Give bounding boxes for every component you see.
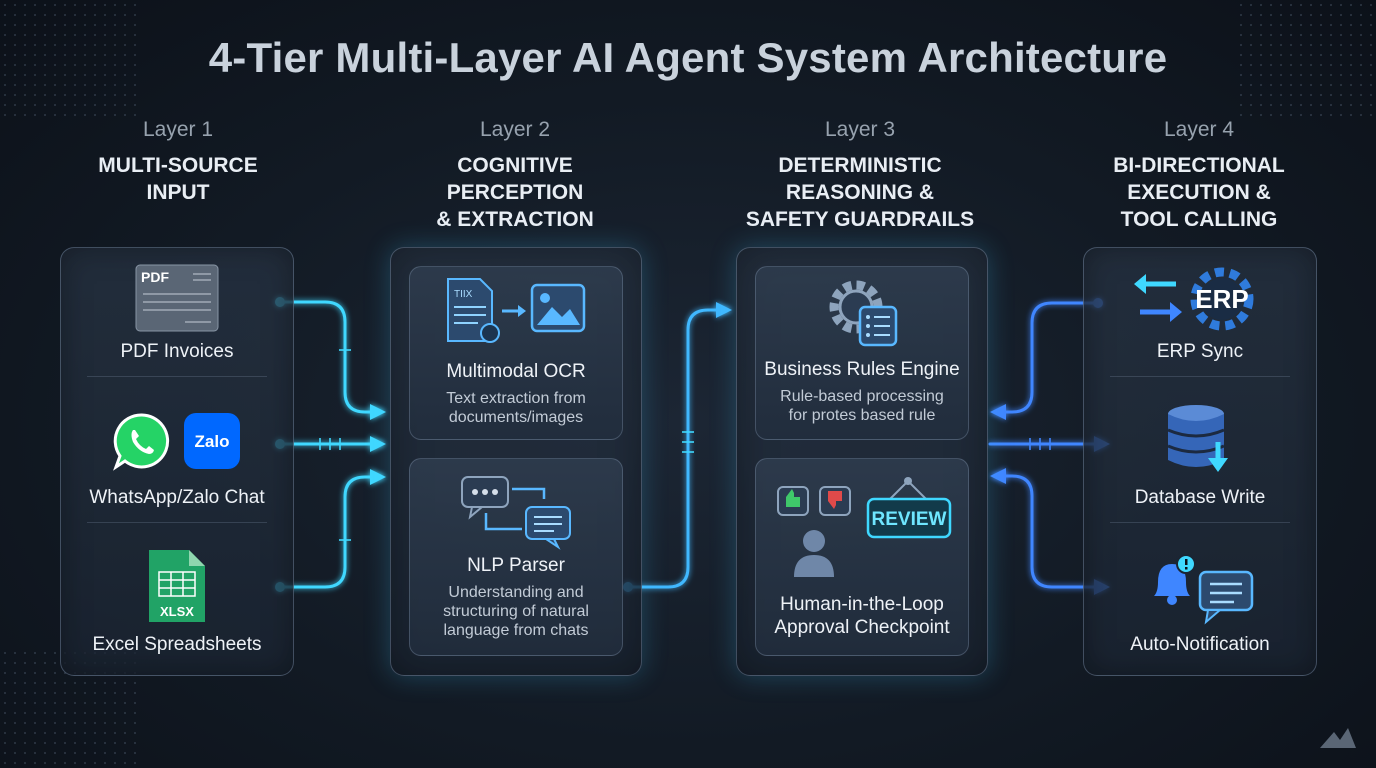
gear-rules-icon bbox=[829, 280, 898, 347]
whatsapp-icon bbox=[113, 413, 170, 471]
layer-3-name: DETERMINISTIC REASONING & SAFETY GUARDRA… bbox=[745, 154, 975, 231]
database-write-item: Database Write bbox=[1084, 487, 1316, 509]
pdf-invoice-icon: PDF bbox=[135, 264, 219, 332]
link-pdf-to-ocr bbox=[278, 300, 384, 414]
chat-item: WhatsApp/Zalo Chat bbox=[61, 487, 293, 509]
ocr-desc: Text extraction from documents/images bbox=[446, 390, 586, 426]
erp-sync-icon: ERP bbox=[1134, 267, 1254, 331]
svg-text:PDF: PDF bbox=[141, 269, 169, 285]
nlp-parser-icon bbox=[461, 476, 571, 550]
pdf-invoices-label: PDF Invoices bbox=[120, 341, 234, 362]
zalo-icon: Zalo bbox=[184, 413, 240, 469]
layer-1-number: Layer 1 bbox=[142, 118, 214, 141]
auto-notification-item: Auto-Notification bbox=[1084, 634, 1316, 656]
human-in-the-loop-card: REVIEW Human-in-the-Loop Approval Checkp… bbox=[755, 458, 969, 656]
divider bbox=[1110, 522, 1290, 523]
svg-text:Zalo: Zalo bbox=[195, 432, 230, 451]
layer-1-header: Layer 1 MULTI-SOURCE INPUT bbox=[62, 118, 294, 206]
layer-2-header: Layer 2 COGNITIVE PERCEPTION & EXTRACTIO… bbox=[390, 118, 640, 233]
layer-3-number: Layer 3 bbox=[824, 118, 896, 141]
business-rules-title: Business Rules Engine bbox=[764, 359, 960, 380]
svg-text:REVIEW: REVIEW bbox=[872, 509, 947, 530]
layer-4-name: BI-DIRECTIONAL EXECUTION & TOOL CALLING bbox=[1113, 154, 1285, 231]
database-write-label: Database Write bbox=[1134, 487, 1266, 508]
erp-sync-item: ERP Sync bbox=[1084, 341, 1316, 363]
page-title: 4-Tier Multi-Layer AI Agent System Archi… bbox=[208, 34, 1168, 81]
divider bbox=[1110, 376, 1290, 377]
brand-mark-icon bbox=[1320, 728, 1356, 748]
layer-2-panel: TIIX Multimodal OCR Text extraction from… bbox=[390, 247, 642, 676]
nlp-parser-desc: Understanding and structuring of natural… bbox=[443, 584, 589, 639]
layer-3-header: Layer 3 DETERMINISTIC REASONING & SAFETY… bbox=[722, 118, 998, 233]
layer-4-panel: ERP ERP Sync Database Write Auto-Notific… bbox=[1083, 247, 1317, 676]
svg-text:ERP: ERP bbox=[1195, 284, 1248, 314]
excel-label: Excel Spreadsheets bbox=[92, 634, 262, 655]
svg-text:XLSX: XLSX bbox=[160, 604, 194, 619]
layer-1-panel: PDF PDF Invoices Zalo WhatsApp/Zalo Chat… bbox=[60, 247, 294, 676]
human-in-the-loop-title: Human-in-the-Loop Approval Checkpoint bbox=[774, 594, 950, 638]
business-rules-desc: Rule-based processing for protes based r… bbox=[780, 388, 944, 424]
divider bbox=[87, 376, 267, 377]
database-icon bbox=[1167, 405, 1228, 472]
layer-2-name: COGNITIVE PERCEPTION & EXTRACTION bbox=[436, 154, 594, 231]
nlp-parser-title: NLP Parser bbox=[467, 555, 565, 576]
divider bbox=[87, 522, 267, 523]
layer-4-header: Layer 4 BI-DIRECTIONAL EXECUTION & TOOL … bbox=[1083, 118, 1315, 233]
layer-1-name: MULTI-SOURCE INPUT bbox=[98, 154, 258, 204]
business-rules-card: Business Rules Engine Rule-based process… bbox=[755, 266, 969, 440]
auto-notification-label: Auto-Notification bbox=[1130, 634, 1270, 655]
ocr-title: Multimodal OCR bbox=[446, 361, 586, 382]
layer-3-panel: Business Rules Engine Rule-based process… bbox=[736, 247, 988, 676]
erp-sync-label: ERP Sync bbox=[1156, 341, 1244, 362]
link-excel-to-ocr bbox=[278, 475, 384, 589]
ocr-icon: TIIX bbox=[447, 278, 586, 343]
chat-label: WhatsApp/Zalo Chat bbox=[89, 487, 265, 508]
ocr-card: TIIX Multimodal OCR Text extraction from… bbox=[409, 266, 623, 440]
spreadsheet-icon: XLSX bbox=[149, 550, 205, 622]
notification-icon bbox=[1154, 554, 1254, 625]
pdf-invoices-item: PDF Invoices bbox=[61, 341, 293, 363]
svg-text:TIIX: TIIX bbox=[454, 289, 473, 300]
link-nlp-to-rules bbox=[626, 308, 730, 589]
layer-4-number: Layer 4 bbox=[1163, 118, 1235, 141]
nlp-parser-card: NLP Parser Understanding and structuring… bbox=[409, 458, 623, 656]
excel-item: Excel Spreadsheets bbox=[61, 634, 293, 656]
review-icon: REVIEW bbox=[777, 477, 952, 577]
layer-2-number: Layer 2 bbox=[479, 118, 551, 141]
